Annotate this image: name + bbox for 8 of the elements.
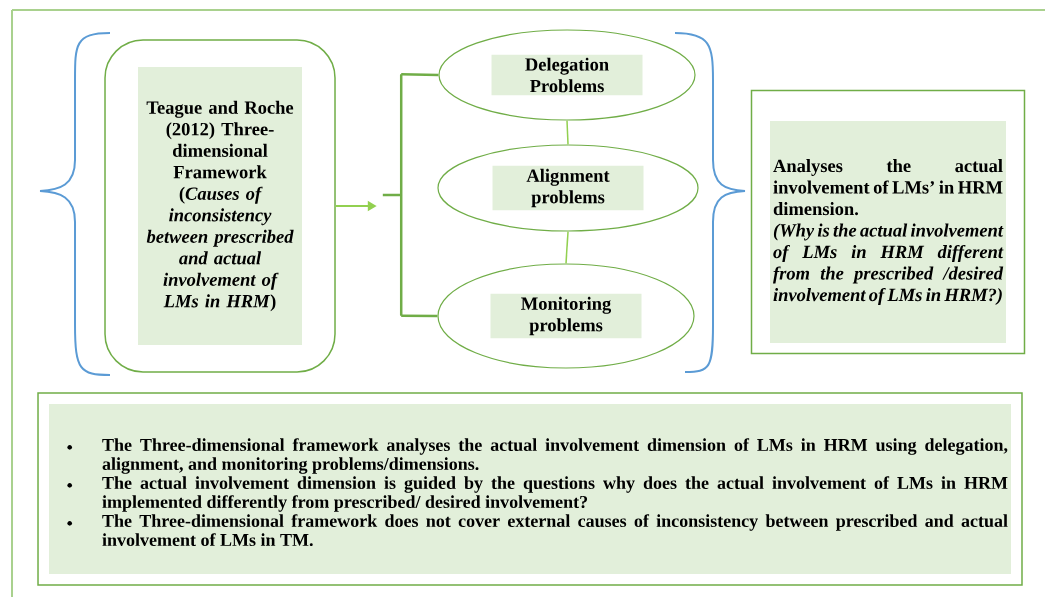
summary-box: The Three-dimensional framework analyses the actual involvement dimension of LMs in HRM using delegation, alignment, and monitoring problems/dimensions. The actual involvement dimension is guided by the questions why does the actual involvement of LMs in HRM implemented differently from prescribed/ desired involvement? The Three-dimensional framework does not cover external causes of inconsistency between prescribed and actual involvement of LMs in TM. — [37, 392, 1023, 586]
bracket-arm — [401, 73, 439, 77]
bracket-arm — [401, 314, 438, 318]
connector-line — [566, 119, 569, 146]
bracket — [381, 73, 403, 317]
framework-box: Teague and Roche (2012) Three-dimensional Framework (Causes of inconsistency between prescribed and actual involvement of LMs in HRM) — [104, 39, 336, 373]
analysis-box: Analyses the actual involvement of LMs’ in HRM dimension. (Why is the actual involvement of LMs in HRM different from the prescribed /desired involvement of LMs in HRM?) — [750, 89, 1026, 355]
connector-line — [565, 230, 569, 265]
